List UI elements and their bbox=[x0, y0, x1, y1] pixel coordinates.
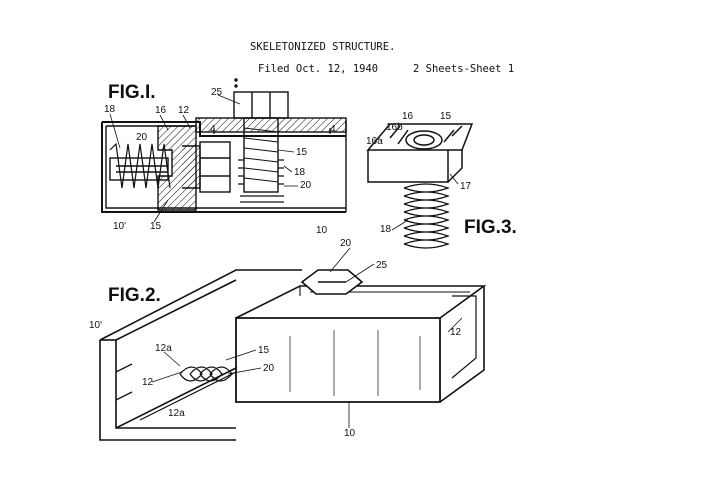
ref-16: 16 bbox=[402, 111, 414, 122]
fig3-reference-numerals: 16 15 16b 16a 17 18 bbox=[366, 111, 472, 235]
ref-15-upper: 15 bbox=[296, 147, 308, 158]
ref-17: 17 bbox=[460, 181, 472, 192]
ref-20: 20 bbox=[136, 132, 148, 143]
ref-4-right: 4 bbox=[330, 124, 336, 135]
leader-lines bbox=[109, 94, 463, 428]
ref-10: 10 bbox=[316, 225, 328, 236]
ref-18: 18 bbox=[380, 224, 392, 235]
fig2-reference-numerals: 20 25 12 10' 12a 15 20 12 12a 10 bbox=[89, 238, 462, 439]
ref-12-right: 12 bbox=[450, 327, 462, 338]
ref-20-lower: 20 bbox=[263, 363, 275, 374]
fig2-label: FIG.2. bbox=[108, 285, 161, 306]
ref-4-left: 4 bbox=[210, 124, 216, 135]
ref-20-right: 20 bbox=[300, 180, 312, 191]
sheet-count: 2 Sheets-Sheet 1 bbox=[413, 63, 515, 75]
ref-15-lower: 15 bbox=[150, 221, 162, 232]
ref-18: 18 bbox=[104, 104, 116, 115]
ref-18-right: 18 bbox=[294, 167, 306, 178]
ref-20-top: 20 bbox=[340, 238, 352, 249]
ref-12a-upper: 12a bbox=[155, 343, 172, 354]
ref-25: 25 bbox=[376, 260, 388, 271]
ref-16a: 16a bbox=[366, 136, 383, 147]
figure-3 bbox=[366, 123, 474, 249]
ref-16: 16 bbox=[155, 105, 167, 116]
fig3-label: FIG.3. bbox=[464, 217, 517, 238]
filed-date: Filed Oct. 12, 1940 bbox=[258, 63, 379, 75]
ref-25: 25 bbox=[211, 87, 223, 98]
ref-16b: 16b bbox=[386, 122, 403, 133]
sheet-title: SKELETONIZED STRUCTURE. bbox=[250, 41, 396, 53]
ref-12a-lower: 12a bbox=[168, 408, 185, 419]
fig1-label: FIG.I. bbox=[108, 82, 156, 103]
ref-10-prime: 10' bbox=[113, 221, 126, 232]
figure-1 bbox=[101, 78, 347, 213]
ref-10: 10 bbox=[344, 428, 356, 439]
figure-2 bbox=[99, 269, 487, 441]
ref-12-left: 12 bbox=[142, 377, 154, 388]
ref-12: 12 bbox=[178, 105, 190, 116]
ref-15: 15 bbox=[258, 345, 270, 356]
ref-15: 15 bbox=[440, 111, 452, 122]
ref-10-prime: 10' bbox=[89, 320, 102, 331]
fig1-reference-numerals: 25 18 16 12 20 4 4 15 18 20 10' 15 10 bbox=[104, 87, 336, 236]
